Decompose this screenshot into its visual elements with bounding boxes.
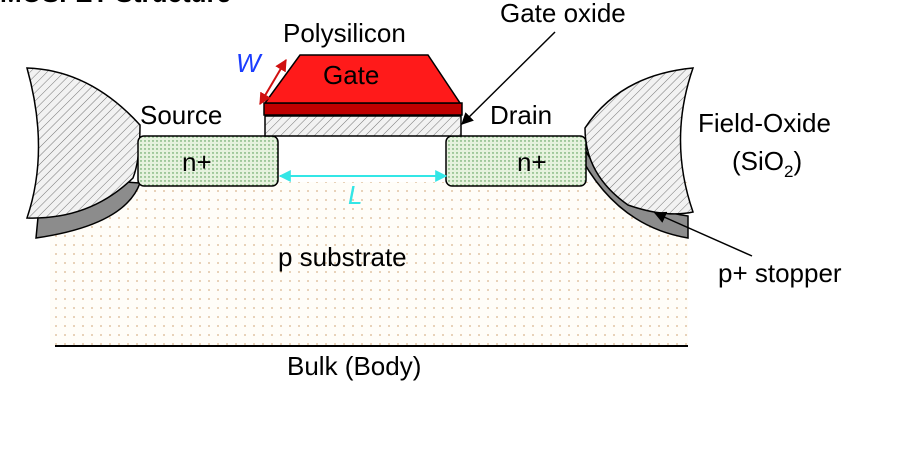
p-substrate-label: p substrate — [278, 242, 407, 272]
sio2-subscript: 2 — [784, 162, 793, 181]
polysilicon-label: Polysilicon — [283, 18, 406, 48]
p-substrate — [50, 182, 688, 346]
n-plus-drain-label: n+ — [517, 147, 547, 177]
w-arrow — [259, 58, 287, 106]
top-cut-title: MOSFET Structure — [0, 0, 231, 8]
gate-oxide-arrow — [461, 31, 556, 125]
field-oxide-label: Field-Oxide — [698, 108, 831, 138]
sio2-open: (SiO — [732, 146, 784, 176]
sio2-label: (SiO2) — [732, 146, 802, 181]
field-oxide-left — [25, 67, 141, 219]
gate-oxide — [264, 115, 462, 137]
l-label: L — [348, 180, 362, 210]
p-stopper-arrow — [653, 211, 753, 257]
gate-oxide-label: Gate oxide — [500, 0, 626, 28]
gate-bottom-layer — [263, 102, 463, 116]
p-stopper-label: p+ stopper — [718, 258, 842, 288]
sio2-close: ) — [793, 146, 802, 176]
n-plus-source — [137, 135, 279, 187]
n-plus-source-label: n+ — [182, 147, 212, 177]
drain-label: Drain — [490, 100, 552, 130]
bulk-label: Bulk (Body) — [287, 351, 421, 381]
w-label: W — [236, 48, 263, 78]
n-plus-drain — [445, 135, 587, 187]
field-oxide-right — [584, 67, 695, 215]
gate-label: Gate — [323, 60, 379, 90]
source-label: Source — [140, 100, 222, 130]
